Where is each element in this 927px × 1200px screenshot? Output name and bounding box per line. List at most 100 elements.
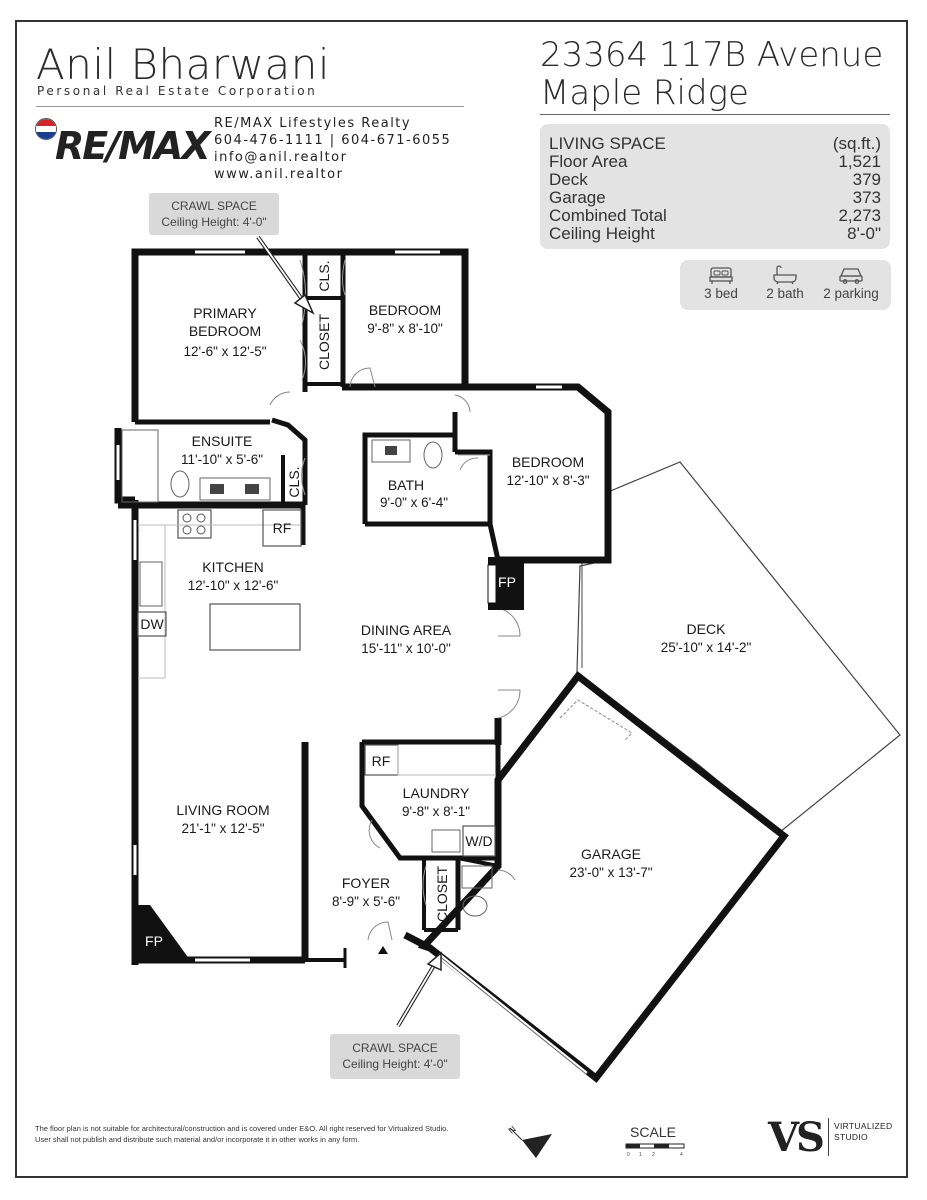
stat-row: Combined Total 2,273 — [549, 206, 881, 225]
stat-label: Garage — [549, 188, 606, 207]
wall — [359, 742, 498, 861]
fixture-label: DW — [140, 616, 164, 632]
feature-label: 3 bed — [704, 286, 738, 301]
stat-value: 373 — [852, 188, 881, 207]
crawl-space-tag-top: CRAWL SPACE Ceiling Height: 4'-0" — [149, 193, 279, 235]
crawl-space-tag-bottom: CRAWL SPACE Ceiling Height: 4'-0" — [330, 1034, 460, 1079]
vanity — [199, 477, 271, 501]
toilet — [423, 441, 443, 469]
room-name: BEDROOM — [189, 323, 261, 339]
stat-value: 8'-0" — [847, 224, 881, 243]
address-line2: Maple Ridge — [540, 73, 749, 113]
car-icon — [839, 268, 863, 284]
door-swing — [454, 394, 471, 413]
closet-doors — [422, 865, 427, 906]
wall — [457, 856, 499, 868]
toilet — [170, 470, 190, 498]
patio-door — [497, 607, 521, 719]
room-name: GARAGE — [581, 846, 641, 862]
wall — [487, 523, 501, 561]
brokerage-name: RE/MAX Lifestyles Realty — [214, 116, 412, 131]
room-name: ENSUITE — [192, 433, 253, 449]
crawl-space-arrow — [397, 961, 437, 1027]
room-dimensions: 15'-11" x 10'-0" — [361, 641, 451, 656]
stat-row: Ceiling Height 8'-0" — [549, 224, 881, 243]
living-space-heading: LIVING SPACE — [549, 134, 666, 153]
vanity — [371, 439, 411, 463]
fireplace-hearth — [487, 564, 497, 604]
divider — [828, 1118, 829, 1156]
room-dimensions: 12'-10" x 8'-3" — [506, 473, 589, 488]
room-dimensions: 12'-6" x 12'-5" — [183, 344, 266, 359]
features-panel: 3 bed 2 bath 2 parking — [680, 260, 891, 310]
living-space-unit: (sq.ft.) — [832, 134, 881, 153]
door-swing — [368, 819, 381, 849]
stat-label: Floor Area — [549, 152, 628, 171]
scale-tick: 2 — [652, 1152, 655, 1158]
stat-value: 2,273 — [838, 206, 881, 225]
room-dimensions: 9'-0" x 6'-4" — [380, 495, 448, 510]
closet-doors — [342, 259, 346, 296]
bathtub-icon — [773, 265, 797, 285]
stat-row: Deck 379 — [549, 170, 881, 189]
door-swing — [367, 921, 393, 941]
sink — [245, 484, 259, 494]
living-space-panel: LIVING SPACE (sq.ft.) Floor Area 1,521 D… — [540, 124, 890, 249]
agent-phones: 604-476-1111 | 604-671-6055 — [214, 133, 452, 148]
room-dimensions: 11'-10" x 5'-6" — [181, 452, 263, 467]
fixture-label: RF — [273, 520, 292, 536]
crawl-space-arrowhead — [426, 951, 442, 972]
scale-label: SCALE — [630, 1124, 676, 1140]
room-name: DINING AREA — [361, 622, 452, 638]
refrigerator — [262, 509, 302, 547]
crawl-space-height: Ceiling Height: 4'-0" — [342, 1057, 448, 1071]
room-name: FOYER — [342, 875, 390, 891]
disclaimer: The floor plan is not suitable for archi… — [35, 1124, 449, 1144]
crawl-space-title: CRAWL SPACE — [352, 1041, 438, 1055]
bathtub — [121, 429, 159, 503]
room-name: LIVING ROOM — [176, 802, 269, 818]
svg-text:N: N — [506, 1124, 517, 1136]
garage-door-line — [437, 954, 587, 1075]
wall — [131, 248, 305, 422]
divider — [36, 106, 464, 107]
closet-label: CLOSET — [434, 866, 450, 922]
feature-label: 2 parking — [823, 286, 879, 301]
studio-name-line2: STUDIO — [834, 1132, 868, 1142]
sink — [461, 865, 493, 889]
crawl-space-title: CRAWL SPACE — [171, 199, 257, 213]
page-frame — [15, 20, 908, 1178]
remax-balloon-icon — [35, 118, 57, 140]
stat-row: Floor Area 1,521 — [549, 152, 881, 171]
sink — [210, 484, 224, 494]
fixture-label: FP — [145, 933, 163, 949]
door-swing — [349, 367, 376, 388]
closet-doors — [301, 457, 306, 496]
scale-tick: 4 — [680, 1152, 683, 1158]
crawl-space-height: Ceiling Height: 4'-0" — [161, 215, 267, 229]
fixture-label: W/D — [465, 833, 492, 849]
stat-label: Ceiling Height — [549, 224, 655, 243]
room-dimensions: 23'-0" x 13'-7" — [569, 865, 652, 880]
agent-name: Anil Bharwani — [36, 40, 331, 89]
scale-tick: 1 — [639, 1152, 642, 1158]
agent-contact: RE/MAX Lifestyles Realty 604-476-1111 | … — [214, 115, 451, 183]
crawl-space-arrowhead — [293, 293, 315, 315]
agent-corporation: Personal Real Estate Corporation — [37, 84, 318, 98]
agent-website[interactable]: www.anil.realtor — [214, 167, 344, 182]
room-dimensions: 8'-9" x 5'-6" — [332, 894, 400, 909]
garage-storage-outline — [559, 699, 633, 742]
stat-value: 1,521 — [838, 152, 881, 171]
burner — [196, 513, 206, 523]
room-name: BEDROOM — [369, 302, 441, 318]
door-swing — [269, 391, 291, 406]
laundry-sink — [431, 829, 461, 853]
divider — [540, 114, 890, 115]
scale-tick: 0 — [627, 1152, 630, 1158]
agent-email[interactable]: info@anil.realtor — [214, 150, 348, 165]
fixture-label: FP — [498, 574, 516, 590]
room-dimensions: 9'-8" x 8'-1" — [402, 804, 470, 819]
closet-label: CLS. — [286, 466, 302, 497]
sink — [385, 446, 397, 455]
